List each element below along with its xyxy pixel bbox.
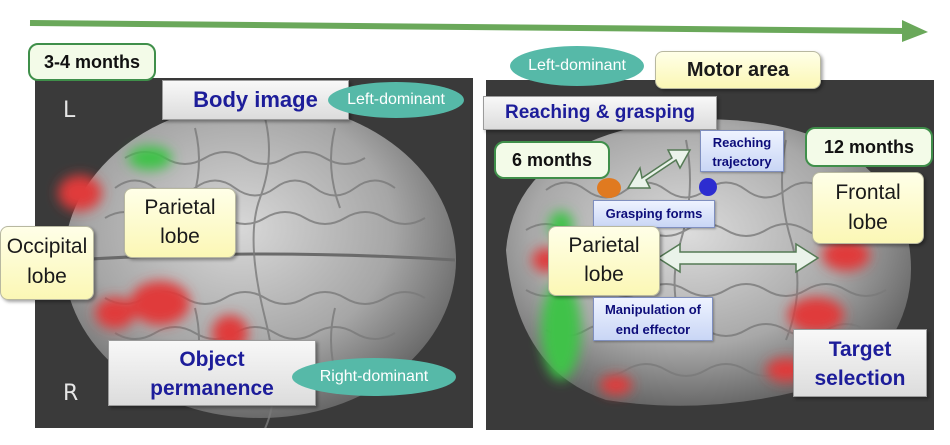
parietal-lobe-label-right: Parietal lobe [548,226,660,296]
age-label-6-months: 6 months [494,141,610,179]
frontal-lobe-label: Frontal lobe [812,172,924,244]
diagonal-double-arrow [626,149,692,189]
trajectory-dot [699,178,717,196]
left-dominant-oval-1: Left-dominant [328,82,464,118]
brain-panel-left: L R [35,78,473,428]
manipulation-end-effector-label: Manipulation of end effector [593,297,713,341]
grasping-forms-label: Grasping forms [593,200,715,228]
side-label-right: R [63,381,79,406]
age-label-3-4-months: 3-4 months [28,43,156,81]
reaching-grasping-label: Reaching & grasping [483,96,717,130]
reaching-trajectory-label: Reaching trajectory [700,130,784,172]
target-selection-label: Target selection [793,329,927,397]
side-label-left: L [63,98,76,123]
right-dominant-oval: Right-dominant [292,358,456,396]
parietal-lobe-label-left: Parietal lobe [124,188,236,258]
age-label-12-months: 12 months [805,127,933,167]
object-permanence-label: Object permanence [108,340,316,406]
horizontal-double-arrow [656,242,820,274]
body-image-label: Body image [162,80,349,120]
timeline-arrow [29,20,928,42]
motor-area-label: Motor area [655,51,821,89]
grasping-dot [597,178,621,198]
occipital-lobe-label: Occipital lobe [0,226,94,300]
left-dominant-oval-2: Left-dominant [510,46,644,86]
brain-top-view-image [58,102,456,428]
